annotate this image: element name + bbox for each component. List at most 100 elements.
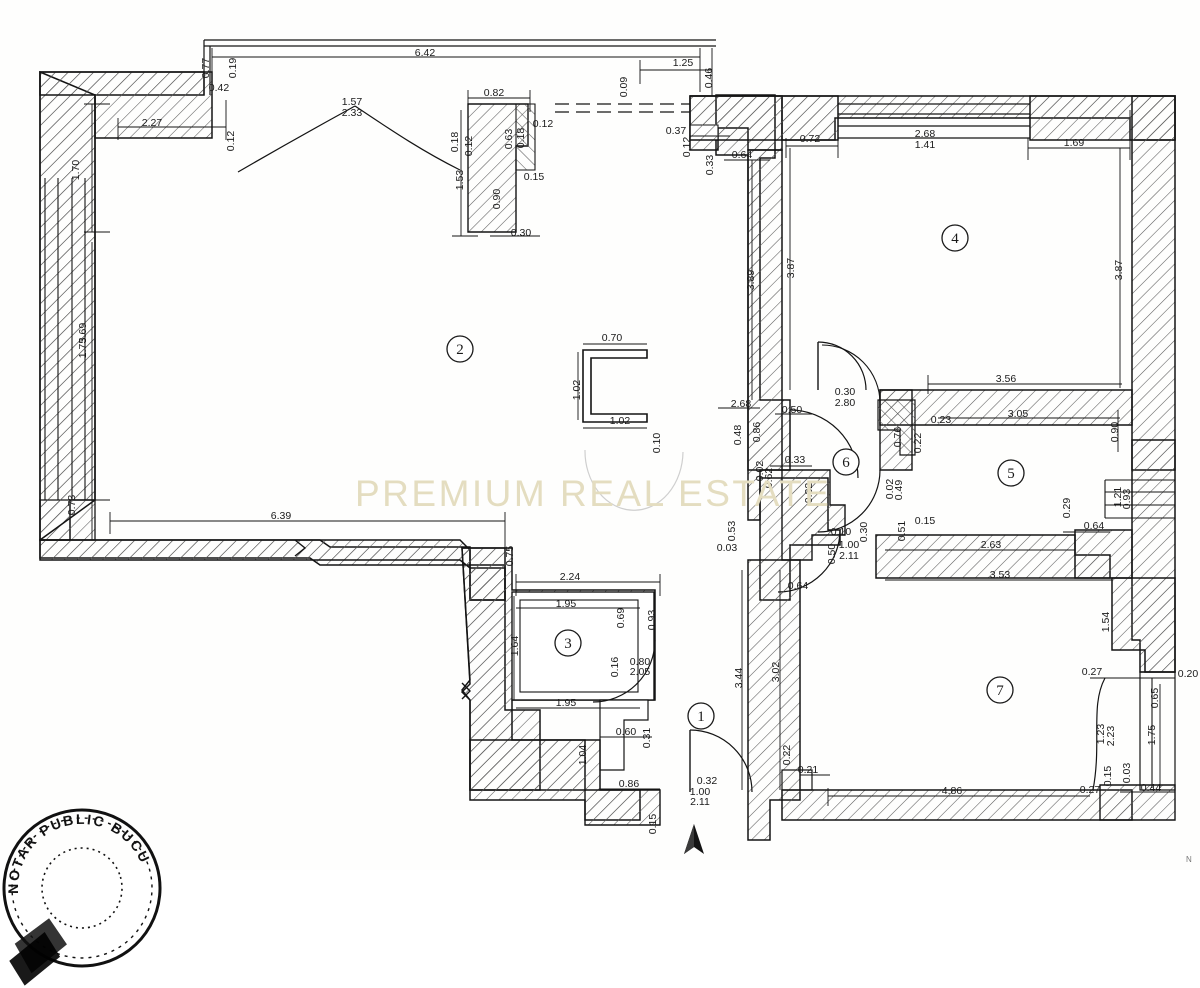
dimension-label: 0.46 bbox=[703, 68, 715, 89]
dimension-label: 1.02 bbox=[610, 415, 631, 427]
dimension-label: 0.32 bbox=[803, 483, 815, 504]
dimension-label: 0.10 bbox=[831, 526, 852, 538]
window-right-room5 bbox=[1104, 479, 1175, 519]
dimension-label: 0.19 bbox=[227, 58, 239, 79]
dimension-label: 0.93 bbox=[1121, 489, 1133, 510]
dimension-label: 2.68 bbox=[731, 398, 752, 410]
dimension-label: 0.69 bbox=[615, 608, 627, 629]
wall-partition-room1 bbox=[781, 769, 813, 791]
wall-bottom-jog bbox=[294, 539, 307, 557]
room3-inner-line bbox=[519, 599, 639, 693]
door-room2-right bbox=[354, 105, 461, 171]
dimension-label: 0.50 bbox=[826, 544, 838, 565]
dimension-label: 0.21 bbox=[798, 764, 819, 776]
dimension-label: 0.31 bbox=[641, 728, 653, 749]
dimension-label: 0.12 bbox=[463, 136, 475, 157]
dimension-label: 0.80 bbox=[630, 656, 651, 668]
smudge-circle bbox=[584, 449, 684, 511]
room-number-label: 3 bbox=[564, 636, 572, 652]
dimension-label: 0.50 bbox=[782, 404, 803, 416]
dimension-label: 0.64 bbox=[732, 149, 753, 161]
room-circle bbox=[997, 459, 1025, 487]
room-number-label: 7 bbox=[996, 683, 1004, 699]
dimension-label: 2.63 bbox=[981, 539, 1002, 551]
dimension-label: 0.70 bbox=[602, 332, 623, 344]
dimension-label: 0.90 bbox=[491, 189, 503, 210]
dimension-label: 1.04 bbox=[577, 745, 589, 766]
dimension-label: 0.72 bbox=[800, 133, 821, 145]
dimension-label: 0.18 bbox=[515, 128, 527, 149]
dimension-label: 1.57 bbox=[342, 96, 363, 108]
dimension-label: 0.12 bbox=[533, 118, 554, 130]
dimension-label: 0.18 bbox=[449, 132, 461, 153]
dimension-label: 2.80 bbox=[835, 397, 856, 409]
dimension-label: 1.02 bbox=[571, 380, 583, 401]
dimension-label: 0.44 bbox=[1141, 782, 1162, 794]
dimension-label: 6.42 bbox=[415, 47, 436, 59]
door-room5b bbox=[817, 469, 881, 533]
dimension-label: 0.86 bbox=[751, 422, 763, 443]
room3-interior bbox=[511, 591, 655, 701]
dimension-label: 0.15 bbox=[915, 515, 936, 527]
dimension-label: 2.24 bbox=[560, 571, 581, 583]
dimension-label: 1.75 bbox=[77, 338, 89, 359]
dimension-label: 3.87 bbox=[1113, 260, 1125, 281]
dimension-label: 0.64 bbox=[788, 580, 809, 592]
wall-room7-bottom-right bbox=[1099, 784, 1176, 821]
dimension-label: 3.89 bbox=[745, 270, 757, 291]
dimension-label: 3.87 bbox=[785, 258, 797, 279]
dimension-label: 2.68 bbox=[915, 128, 936, 140]
dimension-label: 0.15 bbox=[1102, 766, 1114, 787]
dimension-label: 0.76 bbox=[892, 427, 904, 448]
dimension-label: 1.95 bbox=[556, 697, 577, 709]
dimension-label: 0.86 bbox=[619, 778, 640, 790]
door-room2-left bbox=[237, 105, 356, 173]
north-label: N bbox=[1186, 855, 1192, 864]
dimension-label: 0.93 bbox=[646, 610, 658, 631]
door-room7-right bbox=[1092, 677, 1106, 791]
dimension-label: 6.39 bbox=[271, 510, 292, 522]
dimension-label: 1.41 bbox=[915, 139, 936, 151]
dimension-label: 0.22 bbox=[781, 745, 793, 766]
dimension-label: 0.60 bbox=[616, 726, 637, 738]
dimension-label: 2.05 bbox=[630, 666, 651, 678]
room-number-5: 5 bbox=[997, 459, 1025, 487]
dimension-label: 0.02 bbox=[884, 479, 896, 500]
dashed-removed-wall bbox=[555, 103, 690, 113]
wall-jog-room3 bbox=[461, 682, 471, 700]
room-number-4: 4 bbox=[941, 224, 969, 252]
dimension-label: 0.30 bbox=[835, 386, 856, 398]
walls-layer bbox=[39, 39, 1176, 841]
dimension-label: 3.56 bbox=[996, 373, 1017, 385]
room-circle bbox=[446, 335, 474, 363]
room-number-7: 7 bbox=[986, 676, 1014, 704]
dimension-label: 0.63 bbox=[503, 129, 515, 150]
dimension-label: 0.22 bbox=[912, 433, 924, 454]
dimension-label: 0.33 bbox=[785, 454, 806, 466]
dimension-label: 1.54 bbox=[1100, 612, 1112, 633]
dimension-label: 0.15 bbox=[647, 814, 659, 835]
dimension-label: 4.86 bbox=[942, 785, 963, 797]
dimension-label: 0.42 bbox=[209, 82, 230, 94]
door-room1 bbox=[689, 729, 753, 793]
dimension-label: 0.30 bbox=[511, 227, 532, 239]
wall-room5-bottom-right bbox=[1074, 529, 1133, 579]
room-number-label: 2 bbox=[456, 342, 464, 358]
dimension-label: 0.23 bbox=[931, 414, 952, 426]
dimension-label: 3.69 bbox=[77, 323, 89, 344]
dimension-label: 1.23 bbox=[1095, 724, 1107, 745]
room-circle bbox=[832, 448, 860, 476]
dimension-label: 0.03 bbox=[1121, 763, 1133, 784]
room-number-3: 3 bbox=[554, 629, 582, 657]
dimension-label: 0.77 bbox=[200, 58, 212, 79]
wall-right-exterior bbox=[1131, 95, 1176, 471]
room-circle bbox=[986, 676, 1014, 704]
room-number-6: 6 bbox=[832, 448, 860, 476]
niche-center bbox=[582, 349, 648, 423]
dimension-label: 1.21 bbox=[1112, 487, 1124, 508]
dimension-label: 0.02 bbox=[754, 461, 766, 482]
dimension-label: 0.15 bbox=[524, 171, 545, 183]
dimension-label: 1.64 bbox=[509, 636, 521, 657]
dimension-label: 1.53 bbox=[454, 170, 466, 191]
